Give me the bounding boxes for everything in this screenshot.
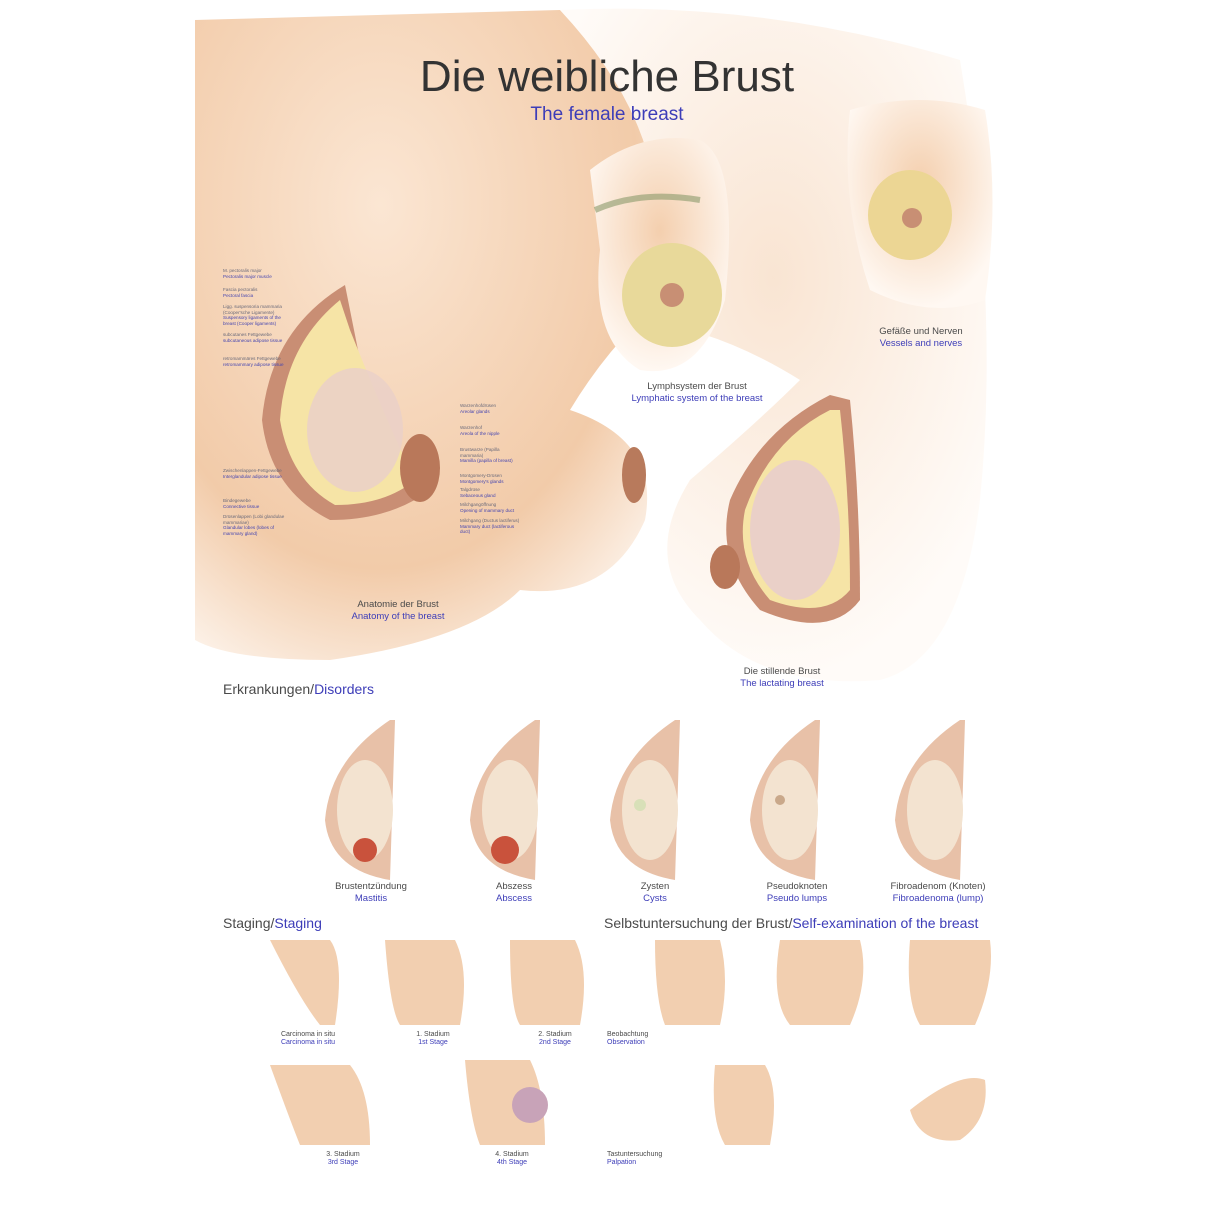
heading-de: Staging/ xyxy=(223,915,275,931)
caption-en: Abscess xyxy=(496,893,532,904)
staging-heading: Staging/Staging xyxy=(223,915,322,931)
disorders-illustrations xyxy=(325,720,965,880)
label-en: Interglandular adipose tissue xyxy=(223,473,282,479)
label-de: Milchgang (Ductus lactiferus) xyxy=(460,518,520,523)
caption-en: Anatomy of the breast xyxy=(351,611,445,622)
caption-en: 1st Stage xyxy=(418,1039,448,1046)
caption-de: Zysten xyxy=(640,881,670,892)
label-de: Drüsenlappen (Lobi glandulae mammariae) xyxy=(223,514,285,525)
heading-en: Self-examination of the breast xyxy=(792,915,979,931)
label-de: M. pectoralis major xyxy=(223,268,262,273)
caption-en: Fibroadenoma (lump) xyxy=(892,893,984,904)
label-en: retromammary adipose tissue xyxy=(223,361,284,367)
caption-de: Carcinoma in situ xyxy=(280,1031,336,1038)
self-exam-heading: Selbstuntersuchung der Brust/Self-examin… xyxy=(604,915,978,931)
caption-de: Beobachtung xyxy=(607,1031,649,1038)
caption-de: 4. Stadium xyxy=(495,1151,529,1158)
caption-de: 2. Stadium xyxy=(538,1031,572,1038)
label-de: Milchgangöffnung xyxy=(460,502,497,507)
label-de: Warzenhofdrüsen xyxy=(460,403,497,408)
label-en: Connective tissue xyxy=(223,503,260,509)
caption-de: Brustentzündung xyxy=(335,881,407,892)
label-en: subcutaneous adipose tissue xyxy=(223,337,283,343)
caption-en: Palpation xyxy=(607,1159,637,1166)
page-title: Die weibliche Brust xyxy=(419,52,795,101)
caption-de: Gefäße und Nerven xyxy=(879,326,963,337)
lymph-illustration xyxy=(590,138,730,372)
caption-de: Lymphsystem der Brust xyxy=(647,381,747,392)
label-en: Pectoral fascia xyxy=(223,292,254,298)
caption-de: Fibroadenom (Knoten) xyxy=(890,881,986,892)
label-de: Zwischenlappen-Fettgewebe xyxy=(223,468,282,473)
vessels-illustration xyxy=(847,100,993,308)
heading-de: Erkrankungen/ xyxy=(223,681,315,697)
caption-en: 2nd Stage xyxy=(539,1039,571,1046)
caption-en: 3rd Stage xyxy=(327,1159,359,1166)
caption-en: Carcinoma in situ xyxy=(280,1039,336,1046)
disorders-heading: Erkrankungen/Disorders xyxy=(223,681,374,697)
label-de: Bindegewebe xyxy=(223,498,251,503)
caption-en: Observation xyxy=(607,1039,645,1046)
lactating-illustration xyxy=(710,395,860,623)
label-de: Talgdrüse xyxy=(460,487,480,492)
caption-de: Anatomie der Brust xyxy=(357,599,439,610)
caption-en: Lymphatic system of the breast xyxy=(631,393,763,404)
label-en: Mamilla (papilla of breast) xyxy=(460,458,513,464)
heading-en: Staging xyxy=(274,915,322,931)
caption-de: Pseudoknoten xyxy=(766,881,828,892)
caption-en: Vessels and nerves xyxy=(879,338,963,349)
self-exam-illustrations xyxy=(655,940,991,1145)
caption-en: 4th Stage xyxy=(497,1159,527,1166)
staging-illustrations xyxy=(270,940,584,1145)
label-en: Mammary duct (lactiferous duct) xyxy=(460,523,515,535)
anatomy-cross-section xyxy=(262,285,440,520)
caption-de: Abszess xyxy=(496,881,532,892)
label-de: subcutanes Fettgewebe xyxy=(223,332,272,337)
heading-en: Disorders xyxy=(314,681,374,697)
heading-de: Selbstuntersuchung der Brust/ xyxy=(604,915,793,931)
caption-de: 3. Stadium xyxy=(326,1151,360,1158)
caption-de: 1. Stadium xyxy=(416,1031,450,1038)
caption-de: Die stillende Brust xyxy=(743,666,821,677)
label-de: Ligg. suspensoria mammaria (Cooper'sche … xyxy=(223,304,282,315)
label-en: Areola of the nipple xyxy=(460,430,500,436)
page-subtitle: The female breast xyxy=(530,104,684,125)
label-de: retromammäres Fettgewebe xyxy=(223,356,281,361)
label-en: Opening of mammary duct xyxy=(460,507,515,513)
caption-de: Tastuntersuchung xyxy=(607,1151,663,1158)
disorder-fibroadenoma: Fibroadenom (Knoten)Fibroadenoma (lump) xyxy=(890,881,985,905)
label-de: Montgomery-Drüsen xyxy=(460,473,502,478)
label-en: Sebaceous gland xyxy=(460,492,496,498)
caption-en: Pseudo lumps xyxy=(766,893,828,904)
label-en: Areolar glands xyxy=(460,408,490,414)
caption-en: The lactating breast xyxy=(740,678,824,689)
label-en: Glandular lobes (lobes of mammary gland) xyxy=(223,525,275,536)
label-de: Fascia pectoralis xyxy=(223,287,258,292)
label-en: Montgomery's glands xyxy=(460,478,504,484)
label-de: Brustwarze (Papilla mammaria) xyxy=(460,447,500,458)
caption-en: Mastitis xyxy=(354,893,388,904)
caption-en: Cysts xyxy=(643,893,667,904)
label-de: Warzenhof xyxy=(460,425,483,430)
label-en: Pectoralis major muscle xyxy=(223,273,272,279)
label-en: Suspensory ligaments of the breast (Coop… xyxy=(223,315,281,326)
